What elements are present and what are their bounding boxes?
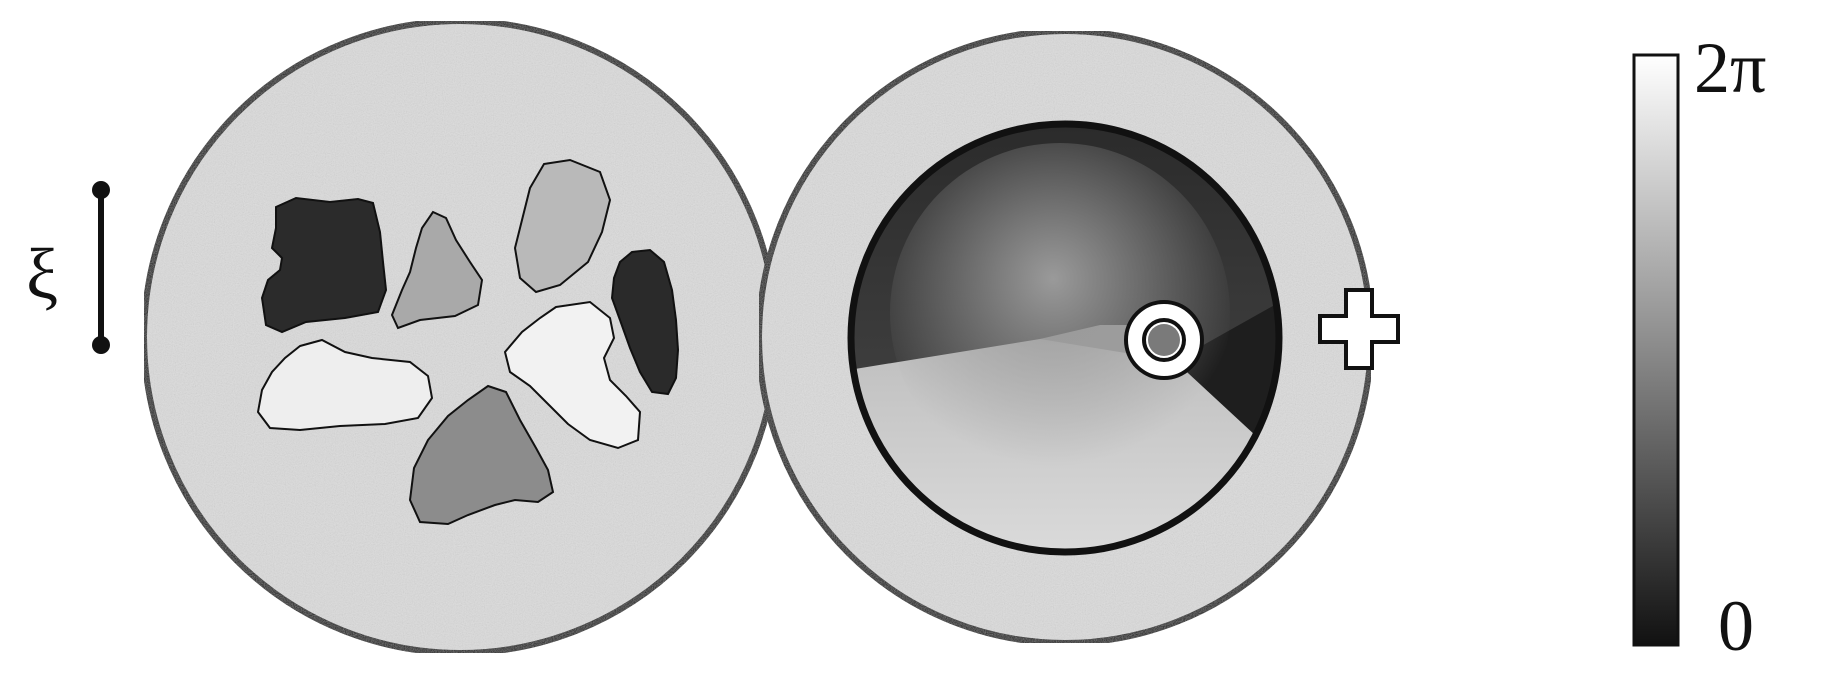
scale-symbol-label: ξ: [26, 234, 58, 314]
colorbar-min-label: 0: [1718, 586, 1754, 666]
right-ordered-panel: [759, 31, 1398, 643]
phase-colorbar: 2π 0: [1634, 28, 1766, 666]
left-disk: [144, 21, 776, 653]
scale-bar-top-cap: [92, 181, 110, 199]
domain-shape: [262, 198, 386, 332]
colorbar-gradient: [1634, 55, 1678, 645]
length-scale-bar: ξ: [26, 181, 110, 354]
scale-bar-bottom-cap: [92, 336, 110, 354]
vortex-core: [1148, 324, 1180, 356]
vortex-marker: [1126, 302, 1202, 378]
left-disordered-panel: [144, 21, 776, 653]
colorbar-max-label: 2π: [1694, 28, 1766, 108]
